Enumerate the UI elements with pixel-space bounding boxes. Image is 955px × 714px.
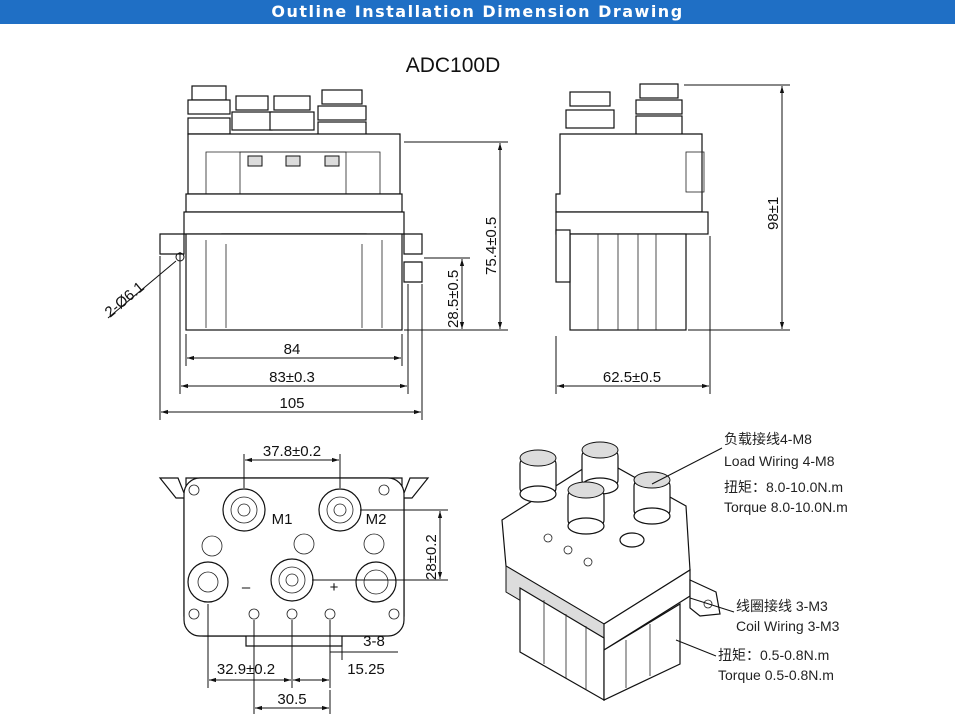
iso-terminal-1 xyxy=(519,449,557,503)
load-label-en: Load Wiring 4-M8 xyxy=(724,453,835,469)
model-title: ADC100D xyxy=(406,54,501,77)
dim-15-25: 15.25 xyxy=(347,661,385,678)
dim-30-5: 30.5 xyxy=(277,691,306,708)
load-torque-cn: 扭矩：8.0-10.0N.m xyxy=(724,479,843,495)
dim-75: 75.4±0.5 xyxy=(483,217,500,275)
dim-83: 83±0.3 xyxy=(269,369,315,386)
dim-28-5: 28.5±0.5 xyxy=(445,270,462,328)
dim-62-5: 62.5±0.5 xyxy=(603,369,661,386)
front-terminals xyxy=(187,85,367,139)
coil-torque-cn: 扭矩：0.5-0.8N.m xyxy=(718,647,829,663)
label-m1: M1 xyxy=(272,511,293,528)
label-plus: + xyxy=(330,579,339,596)
header-banner: Outline Installation Dimension Drawing xyxy=(0,0,955,24)
dim-84: 84 xyxy=(284,341,301,358)
dim-98: 98±1 xyxy=(765,197,782,230)
coil-torque-en: Torque 0.5-0.8N.m xyxy=(718,667,834,683)
top-view: M1 M2 – + 37.8±0.2 28±0.2 3-8 32.9±0.2 1… xyxy=(158,443,448,714)
label-m2: M2 xyxy=(366,511,387,528)
iso-terminal-3 xyxy=(567,481,605,535)
label-minus: – xyxy=(242,579,251,596)
dim-hole: 2-Ø6.1 xyxy=(102,279,148,322)
load-torque-en: Torque 8.0-10.0N.m xyxy=(724,499,848,515)
dim-37-8: 37.8±0.2 xyxy=(263,443,321,460)
load-label-cn: 负载接线4-M8 xyxy=(724,431,812,447)
iso-view: 负载接线4-M8 Load Wiring 4-M8 扭矩：8.0-10.0N.m… xyxy=(501,431,848,702)
header-title: Outline Installation Dimension Drawing xyxy=(271,2,684,21)
dim-32-9: 32.9±0.2 xyxy=(217,661,275,678)
dim-3-8: 3-8 xyxy=(363,633,385,650)
dim-105: 105 xyxy=(279,395,304,412)
iso-terminal-4 xyxy=(633,471,671,525)
coil-label-en: Coil Wiring 3-M3 xyxy=(736,618,840,634)
side-view: 62.5±0.5 98±1 xyxy=(555,83,790,394)
front-view: 84 83±0.3 105 2-Ø6.1 75.4±0.5 28.5±0.5 xyxy=(102,85,508,420)
dim-28-top: 28±0.2 xyxy=(423,534,440,580)
coil-label-cn: 线圈接线 3-M3 xyxy=(736,598,828,614)
